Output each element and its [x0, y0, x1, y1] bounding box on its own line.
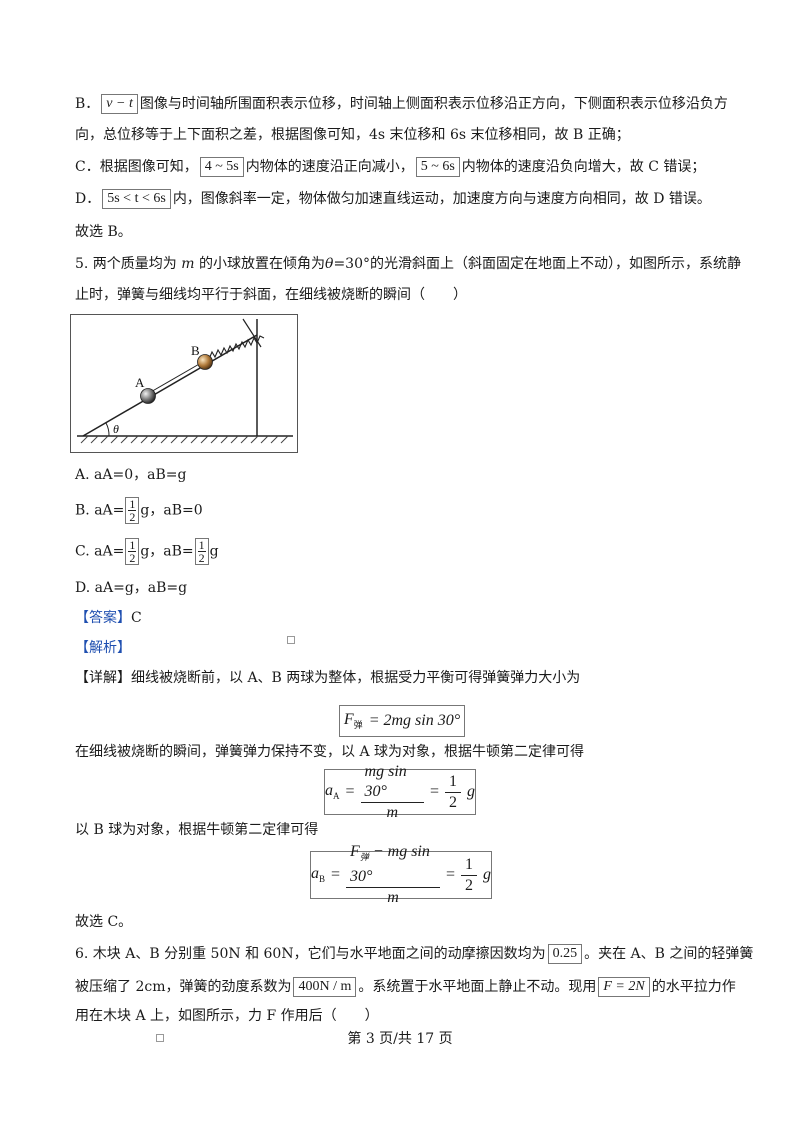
- detail-line1: 【详解】细线被烧断前，以 A、B 两球为整体，根据受力平衡可得弹簧弹力大小为: [75, 670, 581, 686]
- formula-box-5s-t-6s: 5s < t < 6s: [102, 189, 171, 209]
- formula-box-k: 400N / m: [293, 977, 357, 997]
- incline-figure: θ A B: [70, 314, 298, 453]
- q6-line1: 6. 木块 A、B 分别重 50N 和 60N，它们与水平地面之间的动摩擦因数均…: [75, 944, 754, 964]
- formula-box-4-5s: 4 ~ 5s: [199, 157, 244, 177]
- answer-tag: 【答案】: [75, 610, 131, 626]
- thread: [148, 362, 202, 394]
- equation-spring-force: F弹= 2mg sin 30°: [339, 705, 465, 737]
- q5-stem-line1: 5. 两个质量均为 m 的小球放置在倾角为θ=30°的光滑斜面上（斜面固定在地面…: [75, 256, 741, 272]
- q5-stem-line2: 止时，弹簧与细线均平行于斜面，在细线被烧断的瞬间（ ）: [75, 287, 467, 303]
- answer-value: C: [131, 610, 142, 626]
- page-footer: 第 3 页/共 17 页: [347, 1031, 453, 1047]
- formula-box-mu: 0.25: [547, 944, 583, 964]
- answer-line: 【答案】C: [75, 608, 142, 628]
- detail-line3: 以 B 球为对象，根据牛顿第二定律可得: [75, 822, 319, 838]
- ground-hatch: [80, 435, 289, 444]
- label-a: A: [135, 375, 145, 390]
- anchor-mark: [287, 636, 295, 644]
- ball-a: [140, 388, 156, 404]
- anchor-mark: [156, 1034, 164, 1042]
- choose-c: 故选 C。: [75, 914, 133, 930]
- formula-box-vt: v − t: [101, 94, 138, 114]
- incline-surface: [82, 334, 258, 437]
- q6-line3: 用在木块 A 上，如图所示，力 F 作用后（ ）: [75, 1008, 379, 1024]
- choose-b: 故选 B。: [75, 224, 132, 240]
- label-b: B: [191, 343, 200, 358]
- option-a: A. aA=0，aB=g: [75, 467, 187, 483]
- explanation-b-cont: 向，总位移等于上下面积之差，根据图像可知，4s 末位移和 6s 末位移相同，故 …: [75, 127, 630, 143]
- option-d: D. aA=g，aB=g: [75, 580, 188, 596]
- analysis-tag: 【解析】: [75, 640, 131, 656]
- angle-arc: [105, 422, 110, 437]
- formula-box-f: F = 2N: [598, 977, 650, 997]
- ball-b: [197, 354, 213, 370]
- incline-diagram: θ A B: [77, 318, 293, 444]
- spring: [208, 335, 265, 360]
- spring-mount: [242, 318, 262, 348]
- detail-line2: 在细线被烧断的瞬间，弹簧弹力保持不变，以 A 球为对象，根据牛顿第二定律可得: [75, 744, 585, 760]
- theta-label: θ: [113, 422, 119, 436]
- formula-box-5-6s: 5 ~ 6s: [415, 157, 460, 177]
